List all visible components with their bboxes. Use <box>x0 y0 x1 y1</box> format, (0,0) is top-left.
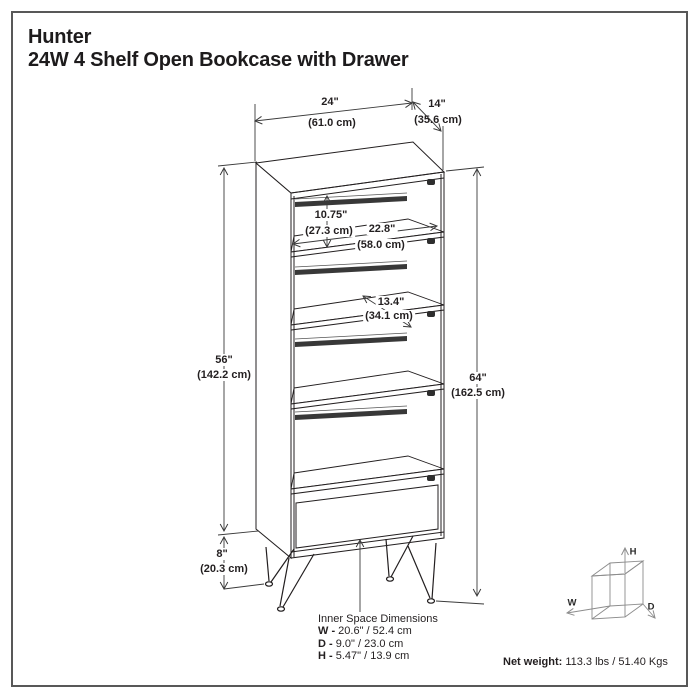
width-axis <box>565 605 611 616</box>
page-title: Hunter 24W 4 Shelf Open Bookcase with Dr… <box>28 26 409 72</box>
inner-space-depth-row: D - 9.0" / 23.0 cm <box>318 638 438 650</box>
leg-height-cm-label: (20.3 cm) <box>198 563 250 575</box>
depth-inches-label: 14" <box>428 98 446 110</box>
depth-axis <box>642 603 656 619</box>
back-panel-lines <box>294 192 408 413</box>
total-height-cm-label: (162.5 cm) <box>449 387 507 399</box>
brand-name: Hunter <box>28 26 92 48</box>
axis-h-label: H <box>629 546 637 558</box>
net-weight-value: 113.3 lbs / 51.40 Kgs <box>562 656 668 668</box>
product-name: 24W 4 Shelf Open Bookcase with Drawer <box>28 49 409 71</box>
inner-space-width-value: 20.6" / 52.4 cm <box>338 625 412 638</box>
body-height-cm-label: (142.2 cm) <box>195 369 253 381</box>
total-height-inches-label: 64" <box>467 372 489 384</box>
inner-space-title: Inner Space Dimensions <box>318 613 438 625</box>
axis-d-label: D <box>647 601 655 613</box>
width-inches-label: 24" <box>321 96 339 108</box>
depth-cm-label: (35.6 cm) <box>414 114 462 126</box>
shelf-brackets <box>427 179 435 481</box>
shelf-depth-cm-label: (34.1 cm) <box>363 310 415 322</box>
shelf-3 <box>290 370 445 410</box>
width-cm-label: (61.0 cm) <box>308 117 356 129</box>
inner-space-depth-value: 9.0" / 23.0 cm <box>335 637 404 650</box>
net-weight-label: Net weight: <box>503 656 563 668</box>
axis-w-label: W <box>567 597 577 609</box>
inner-width-cm-label: (58.0 cm) <box>355 239 407 251</box>
inner-space-height-axis: H - <box>318 650 336 663</box>
cabinet-body <box>254 141 446 612</box>
drawer-front <box>295 484 439 549</box>
inner-space-height-row: H - 5.47" / 13.9 cm <box>318 650 438 662</box>
dimension-axes-icon <box>565 546 656 620</box>
body-height-inches-label: 56" <box>213 354 235 366</box>
inner-width-inches-label: 22.8" <box>366 223 398 235</box>
leg-height-inches-label: 8" <box>214 548 230 560</box>
inner-space-depth-axis: D - <box>318 637 336 650</box>
shelf-gap-cm-label: (27.3 cm) <box>303 225 355 237</box>
inner-space-width-row: W - 20.6" / 52.4 cm <box>318 625 438 637</box>
inner-space-height-value: 5.47" / 13.9 cm <box>335 650 410 663</box>
shelf-gap-inches-label: 10.75" <box>312 209 350 221</box>
inner-space-width-axis: W - <box>318 625 339 638</box>
net-weight: Net weight: 113.3 lbs / 51.40 Kgs <box>503 656 668 668</box>
shelf-depth-inches-label: 13.4" <box>375 296 407 308</box>
hairpin-legs <box>264 535 437 612</box>
inner-space-dimensions: Inner Space Dimensions W - 20.6" / 52.4 … <box>318 613 438 663</box>
